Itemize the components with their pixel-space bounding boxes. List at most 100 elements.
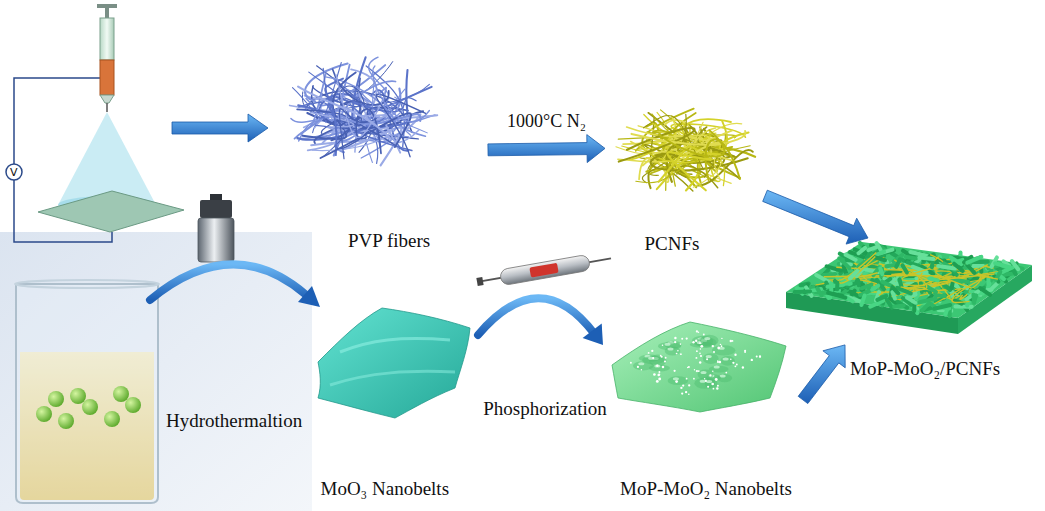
electrospinning-setup-part [97, 4, 117, 8]
arrow-head [298, 286, 320, 307]
mop-particle [736, 364, 738, 366]
mop-particle [707, 386, 709, 388]
nanobelt-rod [882, 282, 891, 286]
mop-particle [705, 380, 707, 382]
mop-particle [630, 362, 632, 364]
stage-node: PCNFs [605, 98, 765, 261]
mop-particle [700, 348, 702, 350]
surface-highlight [700, 380, 706, 383]
mop-particle [721, 338, 722, 339]
mop-particle [688, 393, 690, 395]
nanobelt-rod [879, 269, 884, 276]
mop-particle [719, 361, 722, 364]
electrospinning-setup-part [100, 95, 114, 103]
electrospinning-setup-part [105, 8, 109, 18]
nanobelt-rod [930, 261, 935, 267]
mop-particle [700, 355, 702, 357]
mop-moo2-nanobelt [612, 322, 786, 412]
mop-particle [656, 380, 659, 383]
mop-particle [681, 393, 683, 395]
beaker-part [113, 386, 129, 402]
mop-particle [734, 365, 736, 367]
mop-particle [704, 378, 705, 379]
nanobelt-rod [892, 287, 898, 293]
mop-particle [680, 353, 682, 355]
mop-particle [641, 369, 642, 370]
nanobelt-rod [919, 299, 935, 303]
nanobelt-rod [906, 257, 916, 259]
stage-caption: MoP-MoO₂/PCNFs [850, 358, 1000, 380]
electrospinning-setup-part [100, 18, 114, 60]
mop-particle [699, 353, 701, 355]
electrospinning-setup-part [6, 164, 22, 180]
process-arrow [150, 264, 305, 300]
mop-particle [665, 357, 667, 359]
nanobelt-rod [859, 248, 866, 253]
moo3-nanobelt-part [330, 371, 455, 385]
nanobelt-rod [850, 271, 858, 279]
mop-particle [662, 366, 665, 369]
mop-particle [685, 391, 687, 393]
mop-particle [711, 383, 714, 386]
moo3-nanobelt [318, 308, 470, 418]
pvp-fibers [290, 57, 438, 165]
fiber-strand [636, 146, 750, 183]
process-arrow [798, 345, 845, 404]
beaker-part [48, 391, 64, 407]
meter-symbol-label: V [10, 167, 18, 178]
beaker-part [58, 413, 74, 429]
nanobelt-rod [795, 289, 810, 294]
fiber-strand [708, 130, 745, 144]
mop-particle [725, 372, 727, 374]
nanobelt-rod [967, 257, 981, 263]
mop-particle [734, 354, 736, 356]
surface-highlight [673, 377, 679, 380]
process-arrow [478, 298, 603, 345]
nanobelt-rod [830, 293, 845, 298]
mop-particle [674, 337, 676, 339]
mop-particle [658, 371, 660, 373]
electrospinning-setup-part [106, 103, 108, 112]
stage-node: MoP-MoO₂ Nanobelts [603, 318, 803, 506]
mop-particle [699, 342, 701, 344]
stage-node: PVP fibers [282, 52, 488, 258]
nanobelt-rod [862, 285, 872, 289]
electrospinning-setup-part [100, 60, 114, 95]
nanobelt-rod [877, 252, 884, 255]
nanobelt-rod [868, 247, 876, 250]
nanobelt-rod [952, 282, 953, 289]
mop-particle [653, 373, 656, 376]
mop-particle [682, 385, 684, 387]
mop-particle [712, 370, 713, 371]
carbon-fiber [838, 257, 875, 284]
mop-particle [698, 370, 700, 372]
beaker-part [70, 388, 86, 404]
mop-particle [686, 337, 688, 339]
surface-bump [709, 366, 729, 373]
electrospinning-setup-part [38, 191, 184, 232]
mop-particle [696, 370, 698, 372]
nanobelt-rod [1012, 261, 1018, 269]
fiber-strand [667, 152, 710, 190]
mop-particle [657, 374, 659, 376]
nanobelt-rod [974, 295, 976, 301]
mop-particle [658, 373, 660, 375]
surface-highlight [704, 337, 710, 340]
nanobelt-rod [995, 263, 1011, 267]
surface-bump [668, 376, 689, 385]
autoclave-part [200, 200, 232, 218]
mop-particle [675, 380, 678, 383]
carbon-fiber [839, 253, 876, 280]
beaker-part [15, 280, 159, 288]
nanobelt-rod [919, 258, 933, 260]
nanobelt-rod [842, 260, 850, 268]
arrow-shaft [478, 298, 595, 335]
mop-moo2-nanobelt-part [612, 322, 786, 412]
mop-particle [717, 385, 719, 387]
stage-node: MoO₃ Nanobelts [308, 300, 478, 506]
nanobelt-rod [911, 252, 927, 256]
fiber-strand [619, 128, 695, 162]
tube-furnace-part [499, 254, 590, 285]
